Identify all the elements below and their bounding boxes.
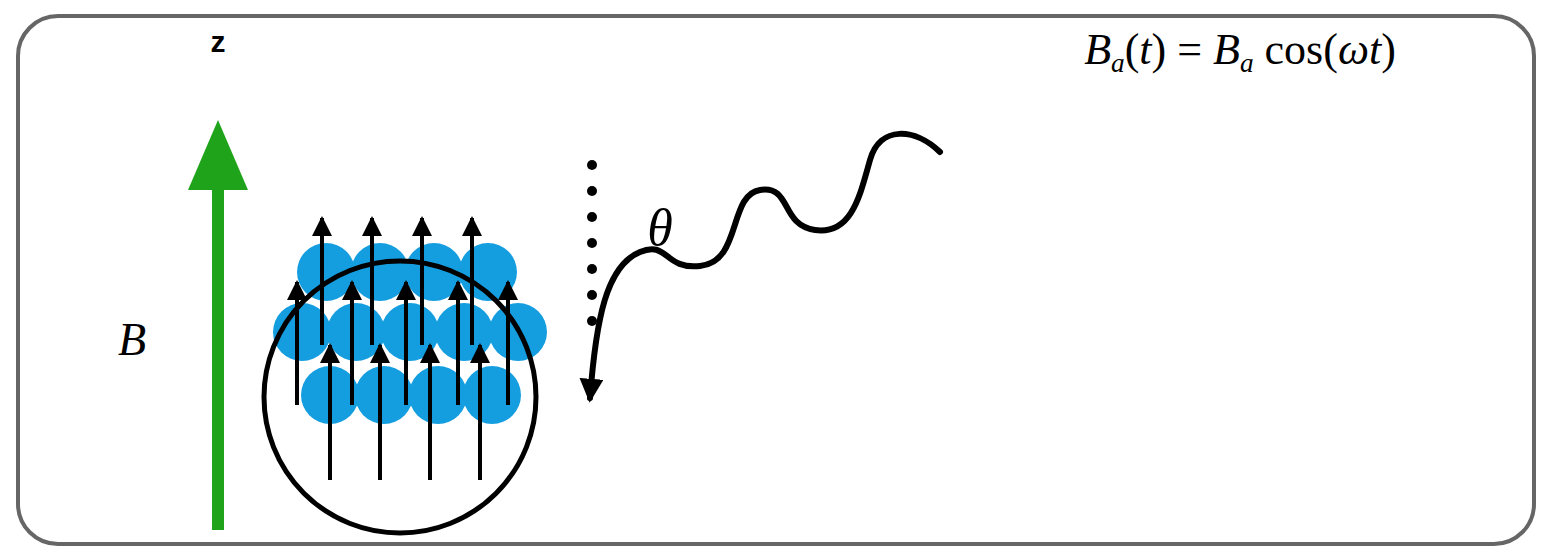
spin-arrows [297, 218, 508, 480]
atoms [273, 243, 547, 424]
field-arrow [188, 120, 248, 530]
angle-label: θ [647, 202, 673, 254]
dotted-axis [587, 160, 597, 326]
axis-label: z [211, 27, 226, 57]
field-equation: Ba(t) = Ba cos(ωt) [1084, 28, 1396, 77]
wave-arrow [590, 134, 940, 398]
atom-cloud [264, 261, 536, 533]
field-label: B [118, 317, 146, 363]
frame [18, 16, 1534, 544]
